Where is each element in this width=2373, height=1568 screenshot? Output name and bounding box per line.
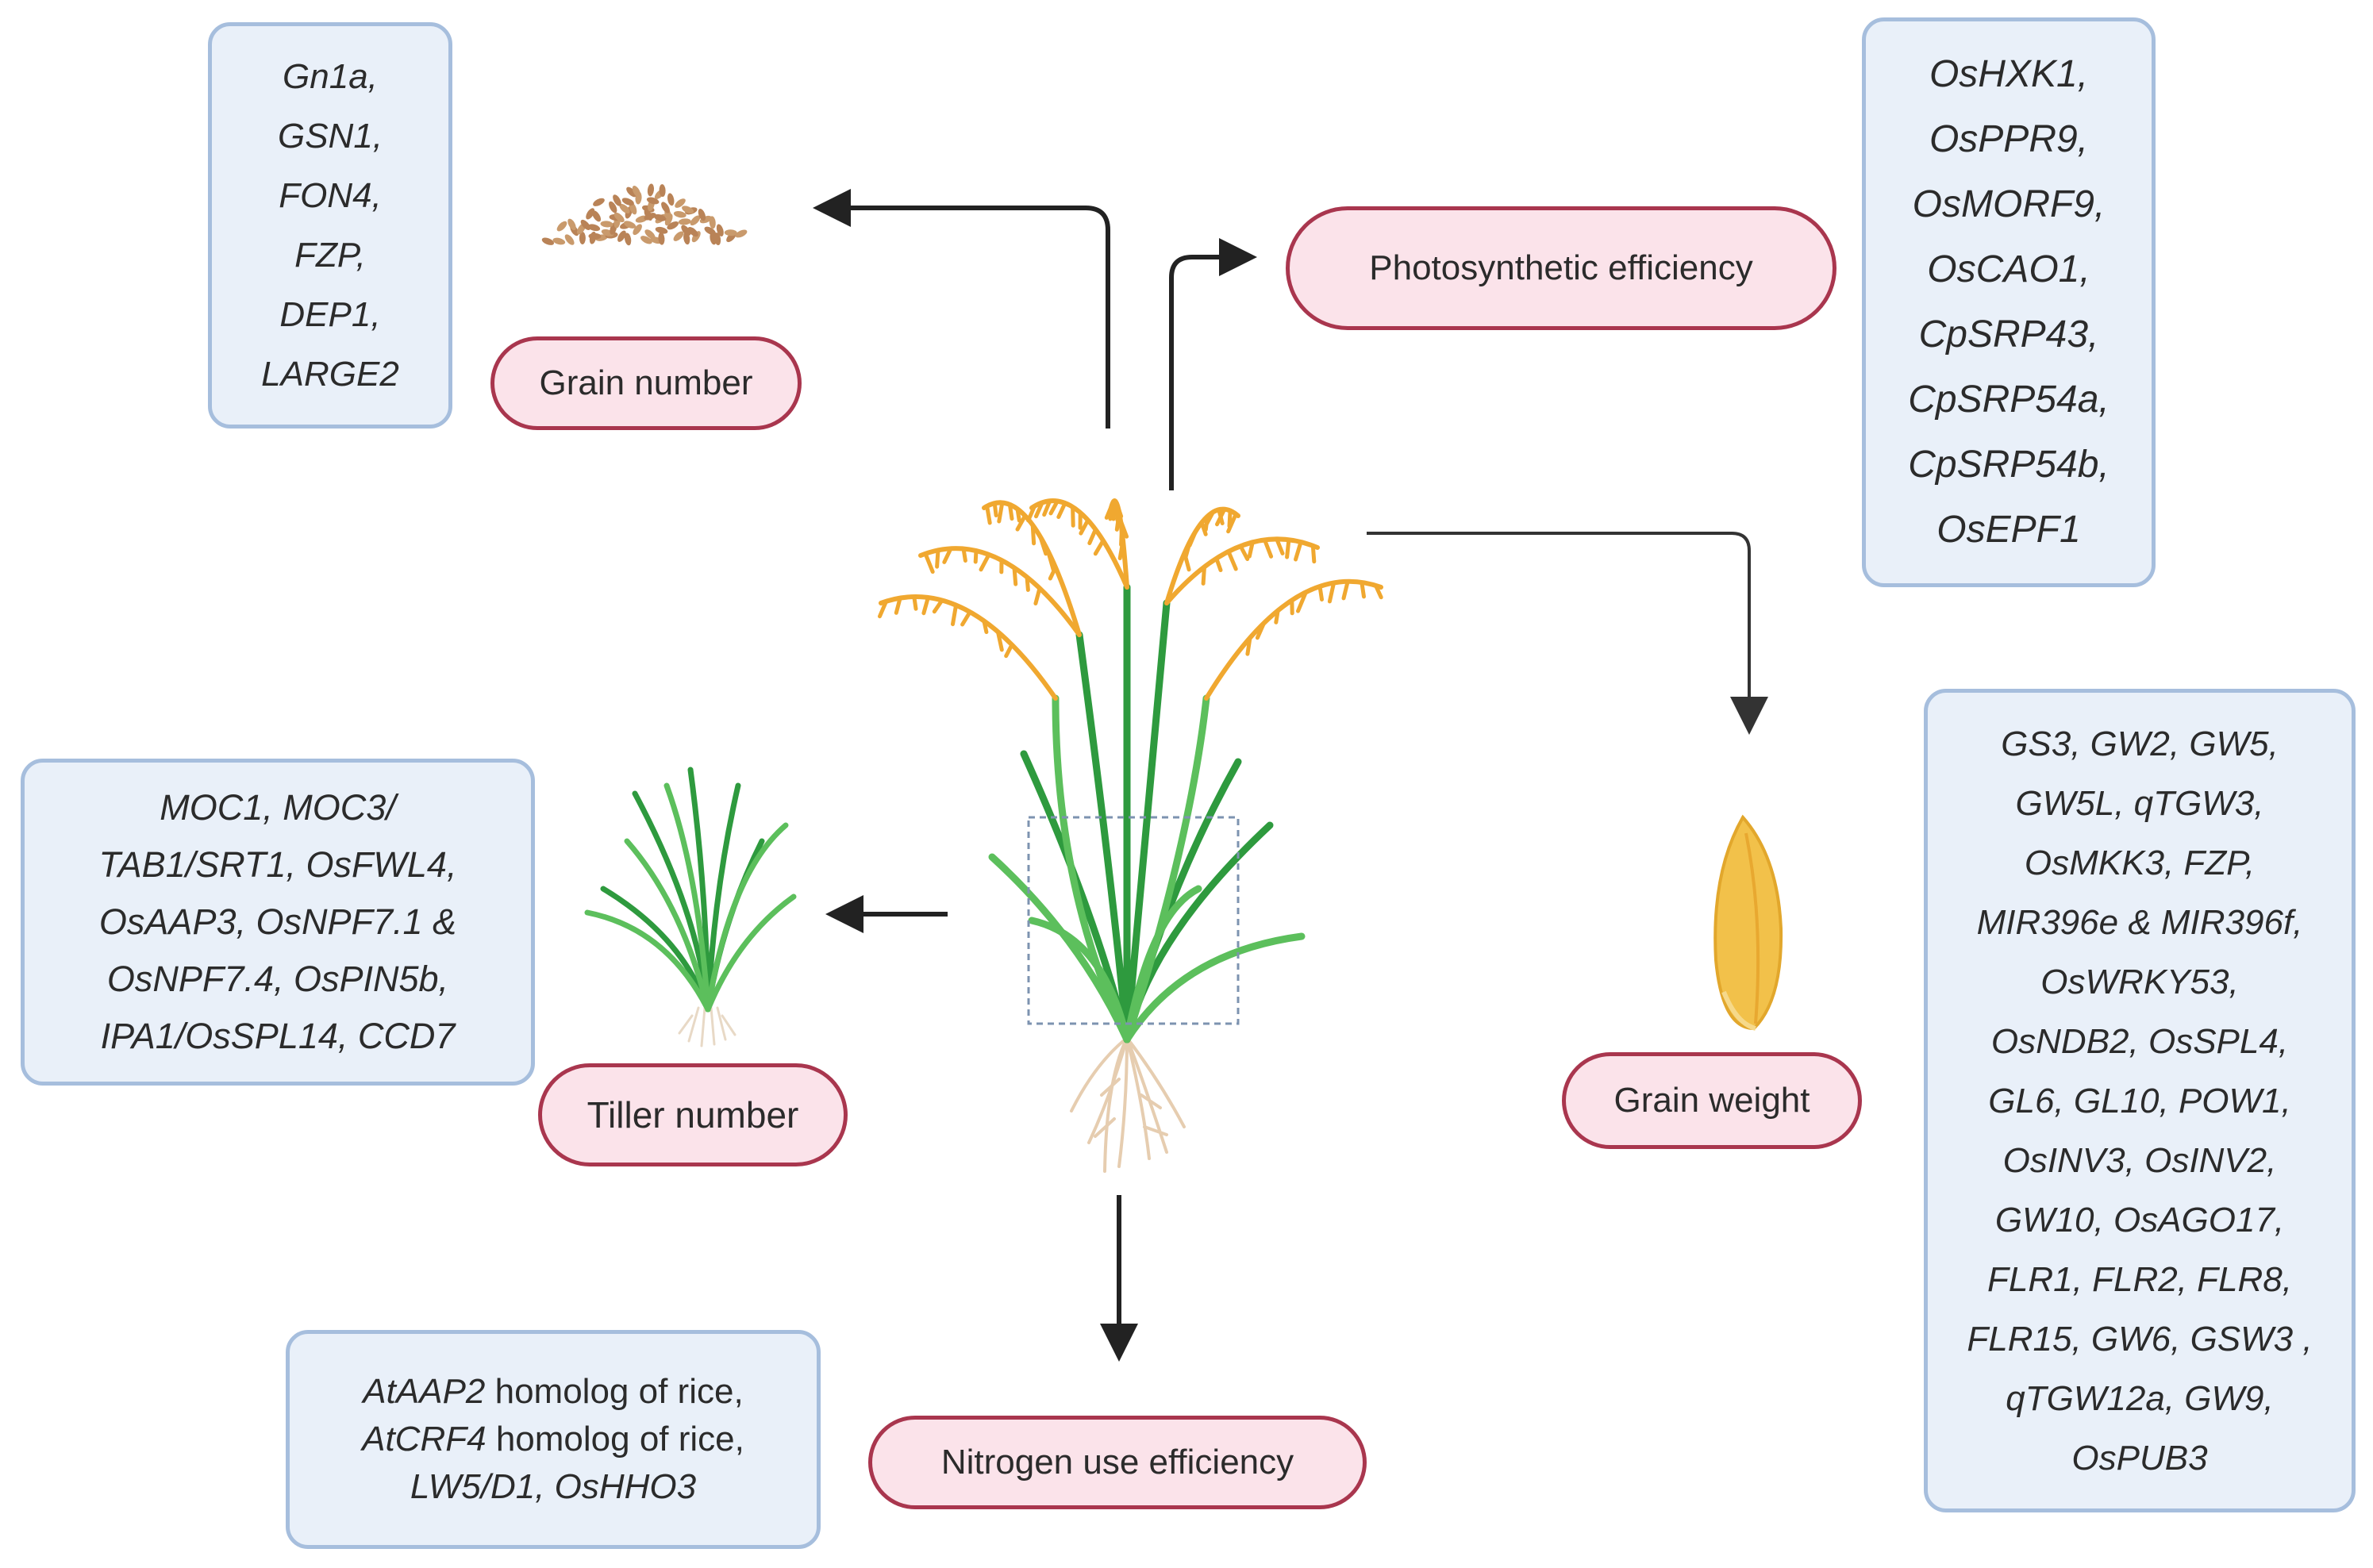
gene-box-grain-weight: GS3, GW2, GW5, GW5L, qTGW3, OsMKK3, FZP, MI…	[1924, 689, 2356, 1512]
gene-line: GS3, GW2, GW5,	[2001, 724, 2279, 763]
gene-line: AtAAP2 homolog of rice,	[362, 1368, 744, 1416]
gene-line: OsPPR9,	[1929, 118, 2089, 160]
gene-line: TAB1/SRT1, OsFWL4,	[98, 844, 457, 885]
grain-heap-icon	[541, 183, 748, 246]
gene-line: OsHXK1,	[1929, 53, 2089, 95]
gene-line: FLR1, FLR2, FLR8,	[1987, 1259, 2292, 1299]
trait-tiller-number: Tiller number	[538, 1063, 848, 1166]
gene-name: AtCRF4	[362, 1420, 487, 1458]
gene-line: GW5L, qTGW3,	[2015, 783, 2264, 823]
rice-plant-icon	[878, 498, 1383, 1173]
grain-seed-icon	[1713, 814, 1783, 1031]
gene-line: LW5/D1, OsHHO3	[362, 1463, 744, 1511]
gene-annotation: homolog of rice,	[486, 1420, 744, 1458]
gene-line: OsCAO1,	[1927, 248, 2090, 290]
gene-name: AtAAP2	[363, 1372, 486, 1411]
gene-line: OsPUB3	[2071, 1438, 2208, 1478]
gene-line: OsAAP3, OsNPF7.1 &	[98, 901, 457, 942]
gene-line: FLR15, GW6, GSW3 ,	[1967, 1319, 2313, 1359]
tiller-seedling-icon	[584, 767, 797, 1047]
gene-line: Gn1a,	[283, 57, 378, 96]
gene-line: OsMKK3, FZP,	[2024, 843, 2256, 882]
gene-line: MOC1, MOC3/	[160, 787, 396, 828]
arrow-to-grain-number	[813, 189, 1110, 429]
gene-line: FZP,	[294, 236, 366, 275]
gene-line: FON4,	[279, 176, 382, 215]
gene-line: CpSRP54a,	[1908, 379, 2110, 421]
gene-line: OsNPF7.4, OsPIN5b,	[106, 959, 449, 999]
gene-line: OsWRKY53,	[2040, 962, 2239, 1001]
gene-annotation: homolog of rice,	[485, 1372, 744, 1411]
gene-line: IPA1/OsSPL14, CCD7	[100, 1016, 456, 1056]
gene-box-grain-number: Gn1a, GSN1, FON4, FZP, DEP1, LARGE2	[208, 22, 452, 429]
gene-line: OsNDB2, OsSPL4,	[1990, 1021, 2289, 1061]
tiller-region-dashed-box	[1027, 816, 1240, 1025]
gene-line: DEP1,	[279, 295, 381, 334]
gene-box-tiller-number: MOC1, MOC3/TAB1/SRT1, OsFWL4, OsAAP3, OsN…	[21, 759, 535, 1086]
gene-box-nitrogen-use-efficiency: AtAAP2 homolog of rice,AtCRF4 homolog of…	[286, 1330, 821, 1549]
gene-line: OsINV3, OsINV2,	[2002, 1140, 2277, 1180]
trait-grain-weight: Grain weight	[1562, 1052, 1862, 1149]
trait-nitrogen-use-efficiency: Nitrogen use efficiency	[868, 1416, 1367, 1509]
gene-line: LARGE2	[261, 355, 399, 394]
gene-line: GSN1,	[277, 117, 383, 156]
gene-line: OsEPF1	[1936, 509, 2081, 551]
gene-line: GL6, GL10, POW1,	[1988, 1081, 2291, 1120]
gene-line: GW10, OsAGO17,	[1994, 1200, 2285, 1239]
gene-box-photosynthetic-efficiency: OsHXK1, OsPPR9, OsMORF9, OsCAO1, CpSRP43, CpS…	[1862, 17, 2156, 587]
gene-line: CpSRP43,	[1918, 313, 2099, 355]
trait-photosynthetic-efficiency: Photosynthetic efficiency	[1286, 206, 1836, 330]
gene-line: OsMORF9,	[1912, 183, 2106, 225]
gene-line: CpSRP54b,	[1908, 444, 2110, 486]
arrow-to-grain-weight	[1367, 532, 1768, 735]
gene-name: LW5/D1, OsHHO3	[410, 1467, 697, 1506]
gene-line: qTGW12a, GW9,	[2006, 1378, 2274, 1418]
trait-grain-number: Grain number	[490, 336, 802, 430]
gene-line: MIR396e & MIR396f,	[1976, 902, 2303, 942]
arrow-to-photosynthetic-efficiency	[1169, 238, 1257, 490]
gene-line: AtCRF4 homolog of rice,	[362, 1416, 744, 1463]
